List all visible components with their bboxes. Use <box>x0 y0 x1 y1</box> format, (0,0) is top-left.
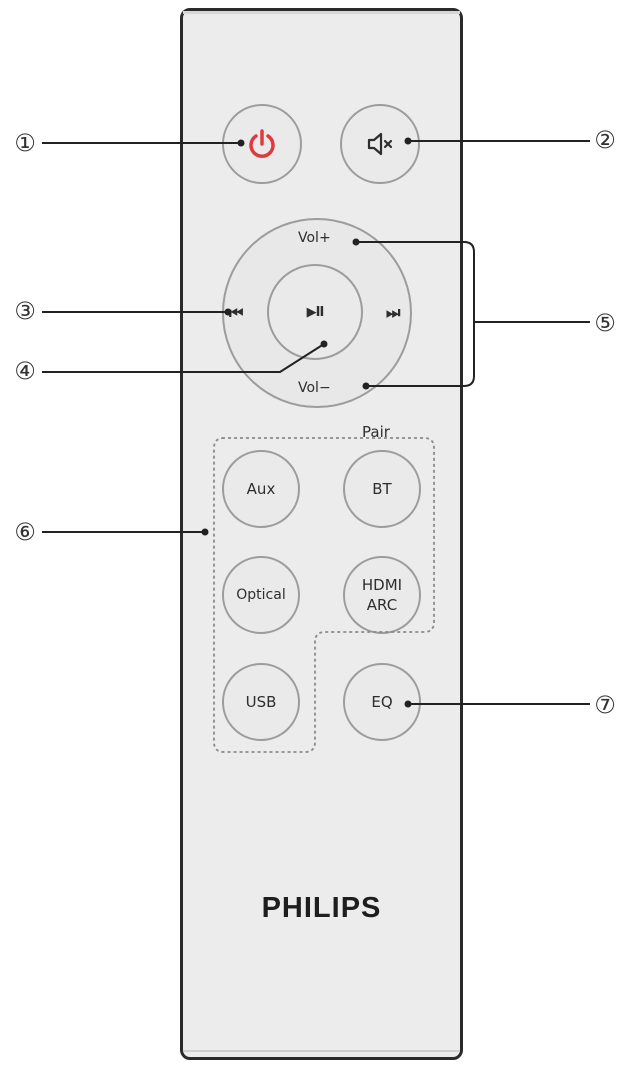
hdmi-arc-button[interactable]: HDMI ARC <box>343 556 421 634</box>
aux-button[interactable]: Aux <box>222 450 300 528</box>
eq-label: EQ <box>371 693 393 711</box>
mute-button[interactable] <box>340 104 420 184</box>
optical-button[interactable]: Optical <box>222 556 300 634</box>
callout-7: ⑦ <box>594 691 616 719</box>
play-pause-icon: ▶II <box>306 304 325 320</box>
mute-icon <box>367 132 393 156</box>
callout-1: ① <box>14 129 36 157</box>
usb-label: USB <box>245 693 277 711</box>
power-icon <box>249 129 275 158</box>
vol-up-button[interactable]: Vol+ <box>298 230 331 246</box>
power-button[interactable] <box>222 104 302 184</box>
callout-4: ④ <box>14 357 36 385</box>
bt-label: BT <box>372 480 392 498</box>
bt-button[interactable]: BT <box>343 450 421 528</box>
vol-down-button[interactable]: Vol− <box>298 380 331 396</box>
usb-button[interactable]: USB <box>222 663 300 741</box>
optical-label: Optical <box>236 587 286 603</box>
next-track-button[interactable]: ⏭ <box>386 303 400 322</box>
remote-top-edge <box>183 11 460 14</box>
pair-label: Pair <box>362 423 390 441</box>
aux-label: Aux <box>246 480 276 498</box>
callout-3: ③ <box>14 297 36 325</box>
previous-track-button[interactable]: ⏮ <box>229 303 243 322</box>
callout-6: ⑥ <box>14 518 36 546</box>
hdmi-arc-label: HDMI ARC <box>361 576 403 614</box>
play-pause-button[interactable]: ▶II <box>267 264 363 360</box>
callout-5: ⑤ <box>594 309 616 337</box>
eq-button[interactable]: EQ <box>343 663 421 741</box>
callout-2: ② <box>594 126 616 154</box>
remote-bottom-edge <box>183 1050 460 1052</box>
brand-logo: PHILIPS <box>261 892 382 924</box>
